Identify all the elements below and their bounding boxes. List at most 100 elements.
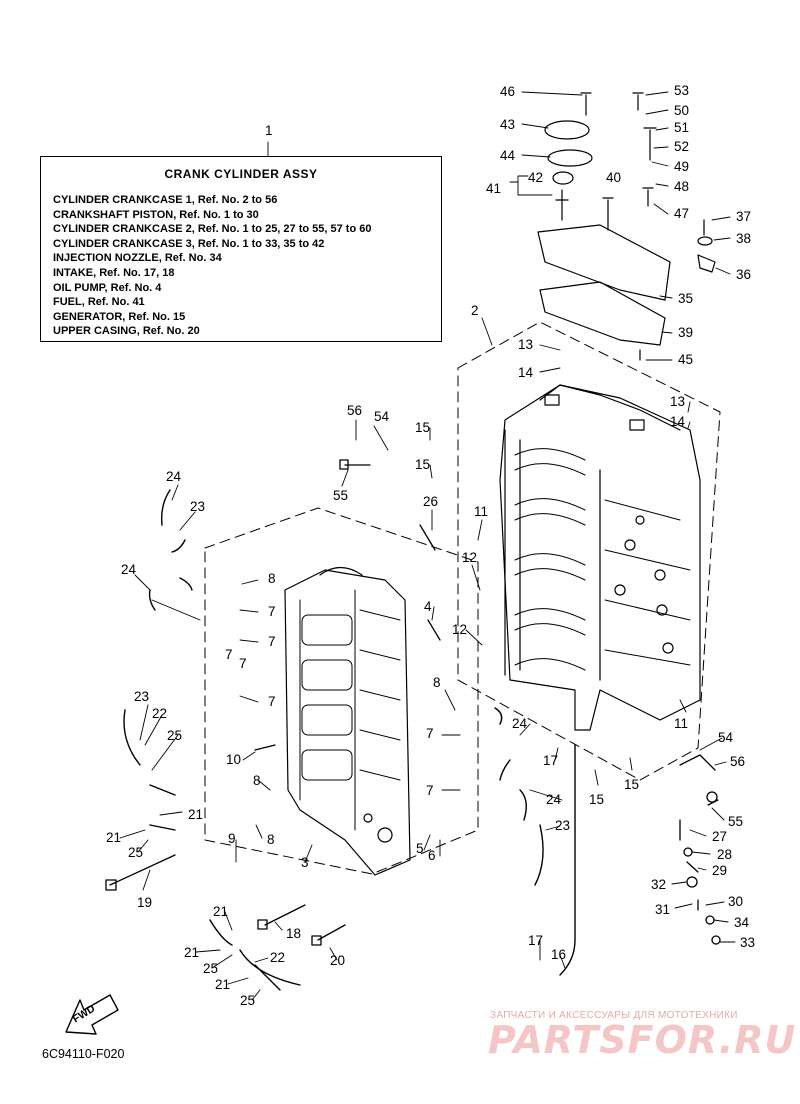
right-frame-dashed — [457, 321, 721, 781]
callout-ref-54: 54 — [374, 409, 390, 424]
callout-ref-14: 14 — [518, 365, 534, 380]
callout-ref-25: 25 — [167, 728, 183, 743]
assembly-line: OIL PUMP, Ref. No. 4 — [53, 281, 162, 294]
callout-ref-20: 20 — [330, 953, 346, 968]
callout-ref-8: 8 — [253, 773, 261, 788]
cylinder-crankcase-left — [284, 566, 411, 876]
callout-ref-19: 19 — [137, 895, 153, 910]
callout-ref-7: 7 — [225, 647, 233, 662]
callout-ref-40: 40 — [606, 170, 622, 185]
callout-ref-21: 21 — [213, 904, 229, 919]
callout-ref-18: 18 — [286, 926, 302, 941]
callout-ref-7: 7 — [268, 604, 276, 619]
assembly-line: CYLINDER CRANKCASE 1, Ref. No. 2 to 56 — [53, 194, 278, 206]
callout-ref-14: 14 — [670, 414, 686, 429]
callout-ref-23: 23 — [555, 818, 571, 833]
assembly-line: UPPER CASING, Ref. No. 20 — [53, 325, 200, 338]
callout-ref-17: 17 — [528, 933, 544, 948]
callout-ref-46: 46 — [500, 84, 516, 99]
callout-ref-30: 30 — [728, 894, 744, 909]
callout-ref-15: 15 — [415, 457, 431, 472]
callout-ref-56: 56 — [730, 754, 746, 769]
callout-ref-4: 4 — [424, 599, 432, 614]
callout-ref-56: 56 — [347, 403, 363, 418]
callout-ref-51: 51 — [674, 120, 690, 135]
callout-ref-16: 16 — [551, 947, 567, 962]
callout-ref-7: 7 — [426, 783, 434, 798]
callout-ref-25: 25 — [128, 845, 144, 860]
callout-ref-21: 21 — [184, 945, 200, 960]
callout-ref-50: 50 — [674, 103, 690, 118]
callout-ref-1: 1 — [265, 123, 273, 138]
callout-ref-54: 54 — [718, 730, 734, 745]
callout-ref-7: 7 — [268, 694, 276, 709]
callout-ref-25: 25 — [240, 993, 256, 1008]
assembly-info-box: CRANK CYLINDER ASSY CYLINDER CRANKCASE 1… — [40, 156, 442, 342]
callout-ref-13: 13 — [670, 394, 686, 409]
assembly-line: INJECTION NOZZLE, Ref. No. 34 — [53, 252, 222, 265]
watermark-subtitle: ЗАПЧАСТИ И АКСЕССУАРЫ ДЛЯ МОТОТЕХНИКИ — [490, 1010, 738, 1021]
assembly-line: FUEL, Ref. No. 41 — [53, 296, 145, 309]
callout-ref-7: 7 — [268, 634, 276, 649]
callout-ref-45: 45 — [678, 352, 694, 367]
callout-ref-7: 7 — [426, 726, 434, 741]
callout-ref-23: 23 — [190, 499, 206, 514]
callout-ref-24: 24 — [546, 792, 562, 807]
callout-ref-52: 52 — [674, 139, 690, 154]
callout-ref-23: 23 — [134, 689, 150, 704]
callout-ref-27: 27 — [712, 829, 728, 844]
callout-ref-17: 17 — [543, 753, 559, 768]
callout-ref-55: 55 — [728, 814, 744, 829]
callout-ref-9: 9 — [228, 831, 236, 846]
callout-ref-24: 24 — [166, 469, 182, 484]
callout-ref-15: 15 — [415, 420, 431, 435]
callout-ref-25: 25 — [203, 961, 219, 976]
callout-ref-28: 28 — [717, 847, 733, 862]
callout-ref-32: 32 — [651, 877, 667, 892]
assembly-line: CYLINDER CRANKCASE 3, Ref. No. 1 to 33, … — [53, 237, 325, 250]
callout-ref-43: 43 — [500, 117, 516, 132]
callout-ref-8: 8 — [268, 571, 276, 586]
callout-ref-47: 47 — [674, 206, 690, 221]
callout-ref-24: 24 — [512, 716, 528, 731]
callout-ref-55: 55 — [333, 488, 349, 503]
callout-ref-21: 21 — [188, 807, 204, 822]
callout-ref-7: 7 — [239, 656, 247, 671]
diagram-code: 6C94110-F020 — [42, 1047, 125, 1061]
callout-ref-26: 26 — [423, 494, 439, 509]
callout-ref-53: 53 — [674, 83, 690, 98]
callout-ref-21: 21 — [106, 830, 122, 845]
assembly-line: CYLINDER CRANKCASE 2, Ref. No. 1 to 25, … — [53, 223, 372, 236]
callout-ref-8: 8 — [267, 832, 275, 847]
callout-ref-38: 38 — [736, 231, 752, 246]
callout-ref-15: 15 — [624, 777, 640, 792]
callout-ref-13: 13 — [518, 337, 534, 352]
callout-ref-15: 15 — [589, 792, 605, 807]
callout-ref-35: 35 — [678, 291, 694, 306]
callout-ref-29: 29 — [712, 863, 728, 878]
cylinder-crankcase-right — [499, 384, 701, 731]
assembly-title: CRANK CYLINDER ASSY — [164, 167, 318, 181]
left-frame-dashed — [204, 507, 479, 875]
leader-lines — [119, 91, 736, 1001]
callout-ref-10: 10 — [226, 752, 242, 767]
fwd-arrow — [65, 994, 119, 1035]
callout-ref-8: 8 — [433, 675, 441, 690]
dashed-assembly-frames — [204, 321, 721, 875]
callout-ref-41: 41 — [486, 181, 502, 196]
callout-ref-39: 39 — [678, 325, 694, 340]
watermark-logo: PARTSFOR.RU — [488, 1018, 797, 1062]
callout-ref-36: 36 — [736, 267, 752, 282]
callout-ref-48: 48 — [674, 179, 690, 194]
callout-ref-34: 34 — [734, 915, 750, 930]
assembly-line: CRANKSHAFT PISTON, Ref. No. 1 to 30 — [53, 208, 259, 221]
callout-ref-11: 11 — [674, 716, 689, 731]
callout-ref-5: 5 — [416, 841, 424, 856]
callout-ref-6: 6 — [428, 848, 436, 863]
callout-ref-22: 22 — [152, 706, 168, 721]
callout-ref-42: 42 — [528, 170, 544, 185]
callout-ref-3: 3 — [301, 855, 309, 870]
callout-ref-12: 12 — [452, 622, 468, 637]
